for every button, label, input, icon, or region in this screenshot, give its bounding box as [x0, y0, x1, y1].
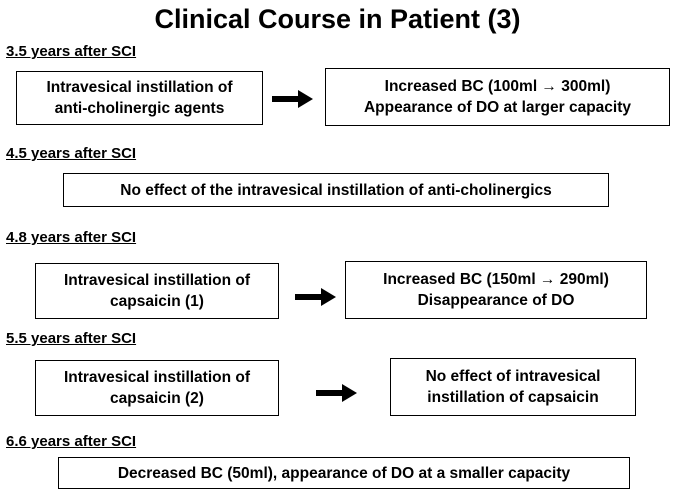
- page-title: Clinical Course in Patient (3): [154, 4, 521, 34]
- treatment-box-capsaicin-1: Intravesical instillation of capsaicin (…: [35, 263, 279, 319]
- outcome-box-no-effect-anticholinergics: No effect of the intravesical instillati…: [63, 173, 609, 207]
- treatment-box-anticholinergic: Intravesical instillation of anti-cholin…: [16, 71, 263, 125]
- box-line: Intravesical instillation of: [63, 272, 251, 289]
- outcome-box-decreased-bc: Decreased BC (50ml), appearance of DO at…: [58, 457, 630, 489]
- section-heading-4-8-years: 4.8 years after SCI: [6, 229, 137, 246]
- box-line: Decreased BC (50ml), appearance of DO at…: [117, 464, 571, 482]
- box-line: Intravesical instillation of: [63, 369, 251, 386]
- outcome-box-increased-bc-2: Increased BC (150ml → 290ml) Disappearan…: [345, 261, 647, 319]
- box-line: No effect of intravesical: [425, 368, 601, 385]
- section-heading-3-5-years: 3.5 years after SCI: [6, 43, 137, 60]
- right-arrow-icon: [295, 288, 336, 306]
- box-line: No effect of the intravesical instillati…: [120, 181, 552, 199]
- treatment-box-capsaicin-2: Intravesical instillation of capsaicin (…: [35, 360, 279, 416]
- box-line: Disappearance of DO: [417, 292, 575, 309]
- right-arrow-icon: [272, 90, 313, 108]
- box-line: Increased BC (150ml → 290ml): [383, 271, 609, 288]
- box-line: instillation of capsaicin: [427, 389, 599, 406]
- box-line: Increased BC (100ml → 300ml): [384, 78, 611, 95]
- box-line: Intravesical instillation of: [46, 79, 233, 96]
- section-heading-4-5-years: 4.5 years after SCI: [6, 145, 137, 162]
- box-line: Appearance of DO at larger capacity: [363, 99, 632, 116]
- outcome-box-no-effect-capsaicin: No effect of intravesical instillation o…: [390, 358, 636, 416]
- section-heading-6-6-years: 6.6 years after SCI: [6, 433, 137, 450]
- box-line: capsaicin (2): [110, 390, 204, 407]
- right-arrow-icon: [316, 384, 357, 402]
- box-line: anti-cholinergic agents: [54, 100, 225, 117]
- box-line: capsaicin (1): [110, 293, 204, 310]
- section-heading-5-5-years: 5.5 years after SCI: [6, 330, 137, 347]
- outcome-box-increased-bc-1: Increased BC (100ml → 300ml) Appearance …: [325, 68, 670, 126]
